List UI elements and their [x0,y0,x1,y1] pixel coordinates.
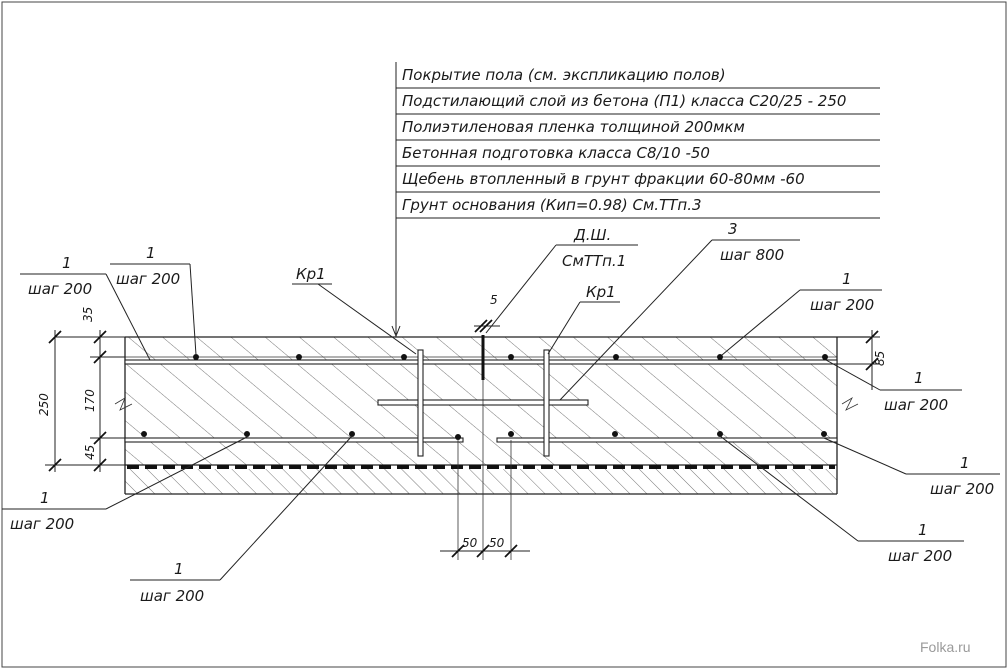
svg-text:1: 1 [62,254,72,272]
svg-text:шаг 200: шаг 200 [810,296,874,314]
callout-dowel: Д.Ш. СмТТп.1 [485,226,638,334]
callout-kr1-left: Кр1 [292,265,417,355]
callout-dim-5: 5 [474,293,500,333]
svg-text:шаг 200: шаг 200 [884,396,948,414]
svg-text:Д.Ш.: Д.Ш. [573,226,611,244]
svg-text:1: 1 [914,369,924,387]
svg-text:Кр1: Кр1 [586,283,616,301]
svg-text:3: 3 [728,220,738,238]
right-dimension: 85 [837,330,887,390]
watermark: Folka.ru [920,639,971,655]
svg-text:шаг 200: шаг 200 [10,515,74,533]
legend-row-3: Полиэтиленовая пленка толщиной 200мкм [402,118,745,136]
svg-text:шаг 800: шаг 800 [720,246,784,264]
svg-text:1: 1 [174,560,184,578]
dim-250: 250 [37,393,51,416]
legend-row-4: Бетонная подготовка класса С8/10 -50 [402,144,710,162]
legend-row-2: Подстилающий слой из бетона (П1) класса … [402,92,846,110]
callout-item-3: 3 шаг 800 [559,220,800,401]
svg-text:шаг 200: шаг 200 [140,587,204,605]
legend-row-6: Грунт основания (Кип=0.98) См.ТТп.3 [402,196,702,214]
callout-bottom-left: 1 шаг 200 [2,436,248,533]
layer-legend: Покрытие пола (см. экспликацию полов) По… [391,62,880,338]
dim-35: 35 [81,307,95,322]
svg-text:шаг 200: шаг 200 [888,547,952,565]
svg-text:шаг 200: шаг 200 [930,480,994,498]
slab-section [114,335,870,560]
callout-right-2: 1 шаг 200 [823,437,1000,498]
left-dimensions: 250 35 170 45 [37,307,125,472]
dim-45: 45 [83,445,97,460]
callout-bottom-center: 1 шаг 200 [130,435,353,605]
dim-50-right: 50 [489,536,505,550]
dim-50-left: 50 [462,536,478,550]
dim-85: 85 [873,351,887,366]
callout-right-3: 1 шаг 200 [719,435,964,565]
svg-text:1: 1 [918,521,928,539]
svg-text:Кр1: Кр1 [296,265,326,283]
legend-row-1: Покрытие пола (см. экспликацию полов) [402,66,726,84]
bottom-dimensions: 50 50 [440,440,530,560]
callout-top-right: 1 шаг 200 [721,270,882,356]
svg-text:5: 5 [490,293,498,307]
svg-text:1: 1 [40,489,50,507]
callout-kr1-right: Кр1 [547,283,620,355]
callout-top-left-outer: 1 шаг 200 [20,254,151,361]
callout-top-left-inner: 1 шаг 200 [110,244,197,356]
legend-row-5: Щебень втопленный в грунт фракции 60-80м… [402,170,805,188]
svg-text:шаг 200: шаг 200 [28,280,92,298]
dim-170: 170 [83,389,97,412]
svg-text:1: 1 [960,454,970,472]
callout-right-1: 1 шаг 200 [825,359,962,414]
svg-text:1: 1 [842,270,852,288]
svg-text:1: 1 [146,244,156,262]
svg-text:СмТТп.1: СмТТп.1 [562,252,626,270]
svg-text:шаг 200: шаг 200 [116,270,180,288]
